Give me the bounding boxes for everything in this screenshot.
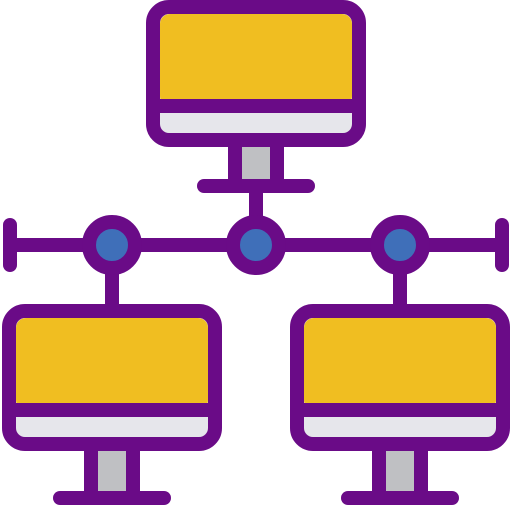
- network-node-left: [82, 215, 142, 275]
- network-nodes: [82, 215, 430, 275]
- monitor-screen-left: [16, 318, 208, 410]
- computer-top: [146, 0, 366, 193]
- monitor-screen-top: [160, 14, 352, 106]
- computer-bottom-left: [2, 304, 222, 505]
- network-node-center: [226, 215, 286, 275]
- monitor-screen-right: [304, 318, 496, 410]
- network-node-right: [370, 215, 430, 275]
- computer-bottom-right: [290, 304, 510, 505]
